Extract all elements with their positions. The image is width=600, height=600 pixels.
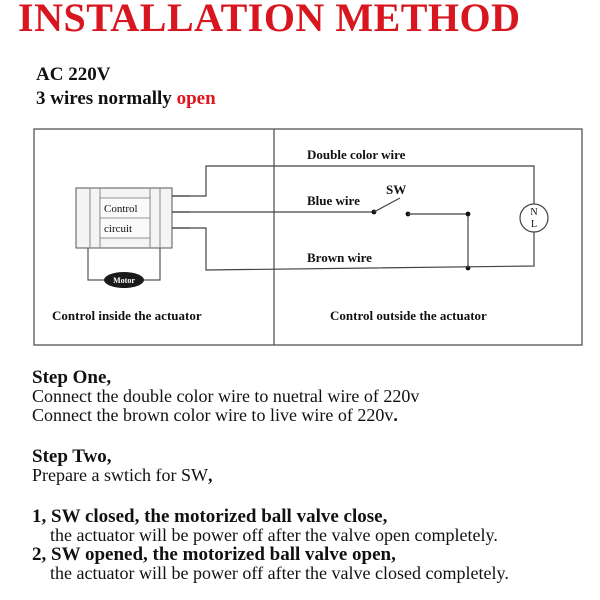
step-one-title: Step One, <box>32 367 112 388</box>
brown-wire-label: Brown wire <box>307 250 372 265</box>
control-circuit-label-1: Control <box>104 203 138 215</box>
item-2-description: the actuator will be power off after the… <box>50 563 509 583</box>
wiring-config-highlight: open <box>176 88 216 109</box>
switch-label: SW <box>386 182 406 197</box>
load-n-label: N <box>530 207 537 218</box>
wiring-config-label: 3 wires normally open <box>36 88 216 110</box>
instructions: Step One, Connect the double color wire … <box>32 368 592 583</box>
double-color-wire <box>172 165 535 204</box>
inside-control-label: Control inside the actuator <box>52 308 202 323</box>
item-1-title: 1, SW closed, the motorized ball valve c… <box>32 506 388 527</box>
brown-wire <box>172 227 535 271</box>
motor-label: Motor <box>113 276 135 285</box>
outside-control-label: Control outside the actuator <box>330 308 487 323</box>
load-l-label: L <box>531 219 537 230</box>
step-two-line-1: Prepare a swtich for SW, <box>32 465 213 485</box>
motor-icon <box>104 272 144 288</box>
wiring-diagram: Control circuit Motor N L Double color w… <box>33 128 583 346</box>
double-color-wire-label: Double color wire <box>307 147 406 162</box>
blue-wire-label: Blue wire <box>307 193 360 208</box>
page-title: INSTALLATION METHOD <box>18 0 521 40</box>
step-two-title: Step Two, <box>32 446 112 467</box>
diagram-frame <box>33 128 583 346</box>
step-one-line-1: Connect the double color wire to nuetral… <box>32 386 420 406</box>
wiring-config-prefix: 3 wires normally <box>36 88 177 109</box>
load-symbol <box>519 203 549 233</box>
switch-lever <box>373 197 401 213</box>
step-one-line-2: Connect the brown color wire to live wir… <box>32 405 398 425</box>
item-1-description: the actuator will be power off after the… <box>50 525 498 545</box>
voltage-label: AC 220V <box>36 64 111 85</box>
control-circuit-label-2: circuit <box>104 223 132 235</box>
item-2-title: 2, SW opened, the motorized ball valve o… <box>32 544 396 565</box>
